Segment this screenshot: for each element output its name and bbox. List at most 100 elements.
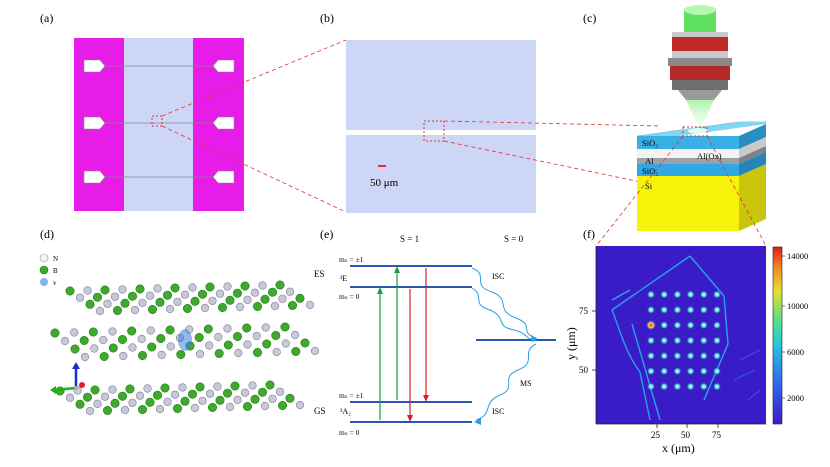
panel-b: (b) 50 μm xyxy=(320,11,536,213)
boron-atom xyxy=(208,402,218,412)
boron-atom xyxy=(215,395,225,405)
pl-spot-array xyxy=(646,290,721,391)
nitrogen-atom xyxy=(240,388,250,397)
axis-z-arrowhead xyxy=(72,362,80,369)
nitrogen-atom xyxy=(234,348,243,358)
boron-atom xyxy=(280,322,290,332)
boron-atom xyxy=(180,396,190,406)
nitrogen-atom xyxy=(261,323,270,332)
zoom-box-a xyxy=(151,115,163,127)
nitrogen-atom xyxy=(225,402,235,412)
zoom-box-b xyxy=(423,120,445,142)
panel-e-label: (e) xyxy=(320,227,333,241)
nitrogen-atom xyxy=(163,397,172,406)
boron-atom xyxy=(198,289,208,299)
nitrogen-atom xyxy=(95,306,105,316)
nitrogen-atom xyxy=(153,284,162,293)
pl-spot xyxy=(660,305,669,314)
boron-atom xyxy=(265,380,275,390)
layer-alox: Al(Ox) xyxy=(697,151,722,161)
boron-atom xyxy=(188,389,198,399)
boron-atom xyxy=(233,331,243,341)
nitrogen-atom xyxy=(85,406,95,416)
boron-atom xyxy=(253,347,263,357)
layer-stack: SiO₂ Al SiO₂ Si Al(Ox) xyxy=(636,121,767,231)
isc-label-1: ISC xyxy=(492,272,504,281)
nitrogen-atom xyxy=(252,331,261,341)
y-tick-50: 50 xyxy=(579,365,589,375)
nitrogen-atom xyxy=(248,381,257,390)
nitrogen-atom xyxy=(93,399,102,408)
panel-f: (f) 25 50 75 75 50 x (μm) xyxy=(564,227,808,455)
pl-spot xyxy=(686,290,695,299)
axis-x-arrow xyxy=(53,386,77,392)
boron-atom xyxy=(233,288,243,298)
boron-atom xyxy=(83,392,93,402)
excitation-arrowhead-1 xyxy=(377,287,383,294)
nitrogen-atom xyxy=(305,300,315,310)
nitrogen-atom xyxy=(195,349,205,359)
nitrogen-atom xyxy=(213,382,222,391)
boron-atom xyxy=(295,293,305,303)
nitrogen-atom xyxy=(178,383,187,392)
nitrogen-atom xyxy=(243,340,252,349)
nitrogen-atom xyxy=(157,350,166,360)
pl-spot xyxy=(647,305,655,314)
pl-spot xyxy=(647,367,655,376)
x-tick-50: 50 xyxy=(681,430,691,440)
boron-atom xyxy=(70,344,80,354)
pl-spot xyxy=(686,367,695,376)
pl-spot xyxy=(713,382,721,391)
emission-arrowhead-2 xyxy=(423,395,429,402)
pl-spot xyxy=(699,351,708,360)
axis-origin xyxy=(74,386,78,390)
nitrogen-atom xyxy=(268,394,277,403)
boron-atom xyxy=(147,342,157,352)
nitrogen-atom xyxy=(200,303,210,313)
boron-atom xyxy=(205,282,215,292)
nitrogen-atom xyxy=(180,290,190,299)
nitrogen-atom xyxy=(108,385,117,394)
x-tick-75: 75 xyxy=(712,430,722,440)
pl-spot xyxy=(686,336,695,345)
boron-atom xyxy=(125,384,135,394)
vacancy-defect xyxy=(178,329,192,351)
pl-spot xyxy=(660,367,669,376)
pl-spot xyxy=(647,382,655,391)
spin-s1-label: S = 1 xyxy=(400,234,419,244)
boron-atom xyxy=(85,299,95,309)
ms-label: MS xyxy=(520,379,532,388)
nitrogen-atom xyxy=(272,347,281,357)
nitrogen-atom xyxy=(166,342,175,351)
boron-atom xyxy=(291,346,301,356)
cbar-tick-10000: 10000 xyxy=(787,301,808,311)
pl-spot xyxy=(660,336,669,345)
legend-b-label: B xyxy=(53,267,58,275)
pl-spot xyxy=(699,321,708,330)
f-xlabel: x (μm) xyxy=(662,441,695,455)
nitrogen-atom xyxy=(173,297,182,306)
ms-0-bot-label: mₛ = 0 xyxy=(339,428,360,437)
nitrogen-atom xyxy=(128,343,137,352)
boron-atom xyxy=(128,291,138,301)
boron-atom xyxy=(225,295,235,305)
boron-atom xyxy=(156,333,166,343)
nitrogen-atom xyxy=(205,341,214,350)
pl-spot xyxy=(673,382,682,391)
pl-spot xyxy=(686,351,695,360)
boron-atom xyxy=(90,385,100,395)
panel-d-label: (d) xyxy=(40,227,54,241)
pl-spot xyxy=(713,321,721,330)
nitrogen-atom xyxy=(250,288,260,297)
nitrogen-atom xyxy=(130,305,140,315)
boron-atom xyxy=(160,383,170,393)
nitrogen-atom xyxy=(75,293,85,302)
isc-paths xyxy=(471,267,537,421)
boron-atom xyxy=(79,335,89,345)
legend-n-label: N xyxy=(53,255,58,263)
zoom-lines-ab xyxy=(161,39,347,213)
boron-atom xyxy=(218,302,228,312)
pl-spot xyxy=(699,367,708,376)
axis-x-arrowhead xyxy=(50,386,56,394)
pl-spot xyxy=(673,305,682,314)
